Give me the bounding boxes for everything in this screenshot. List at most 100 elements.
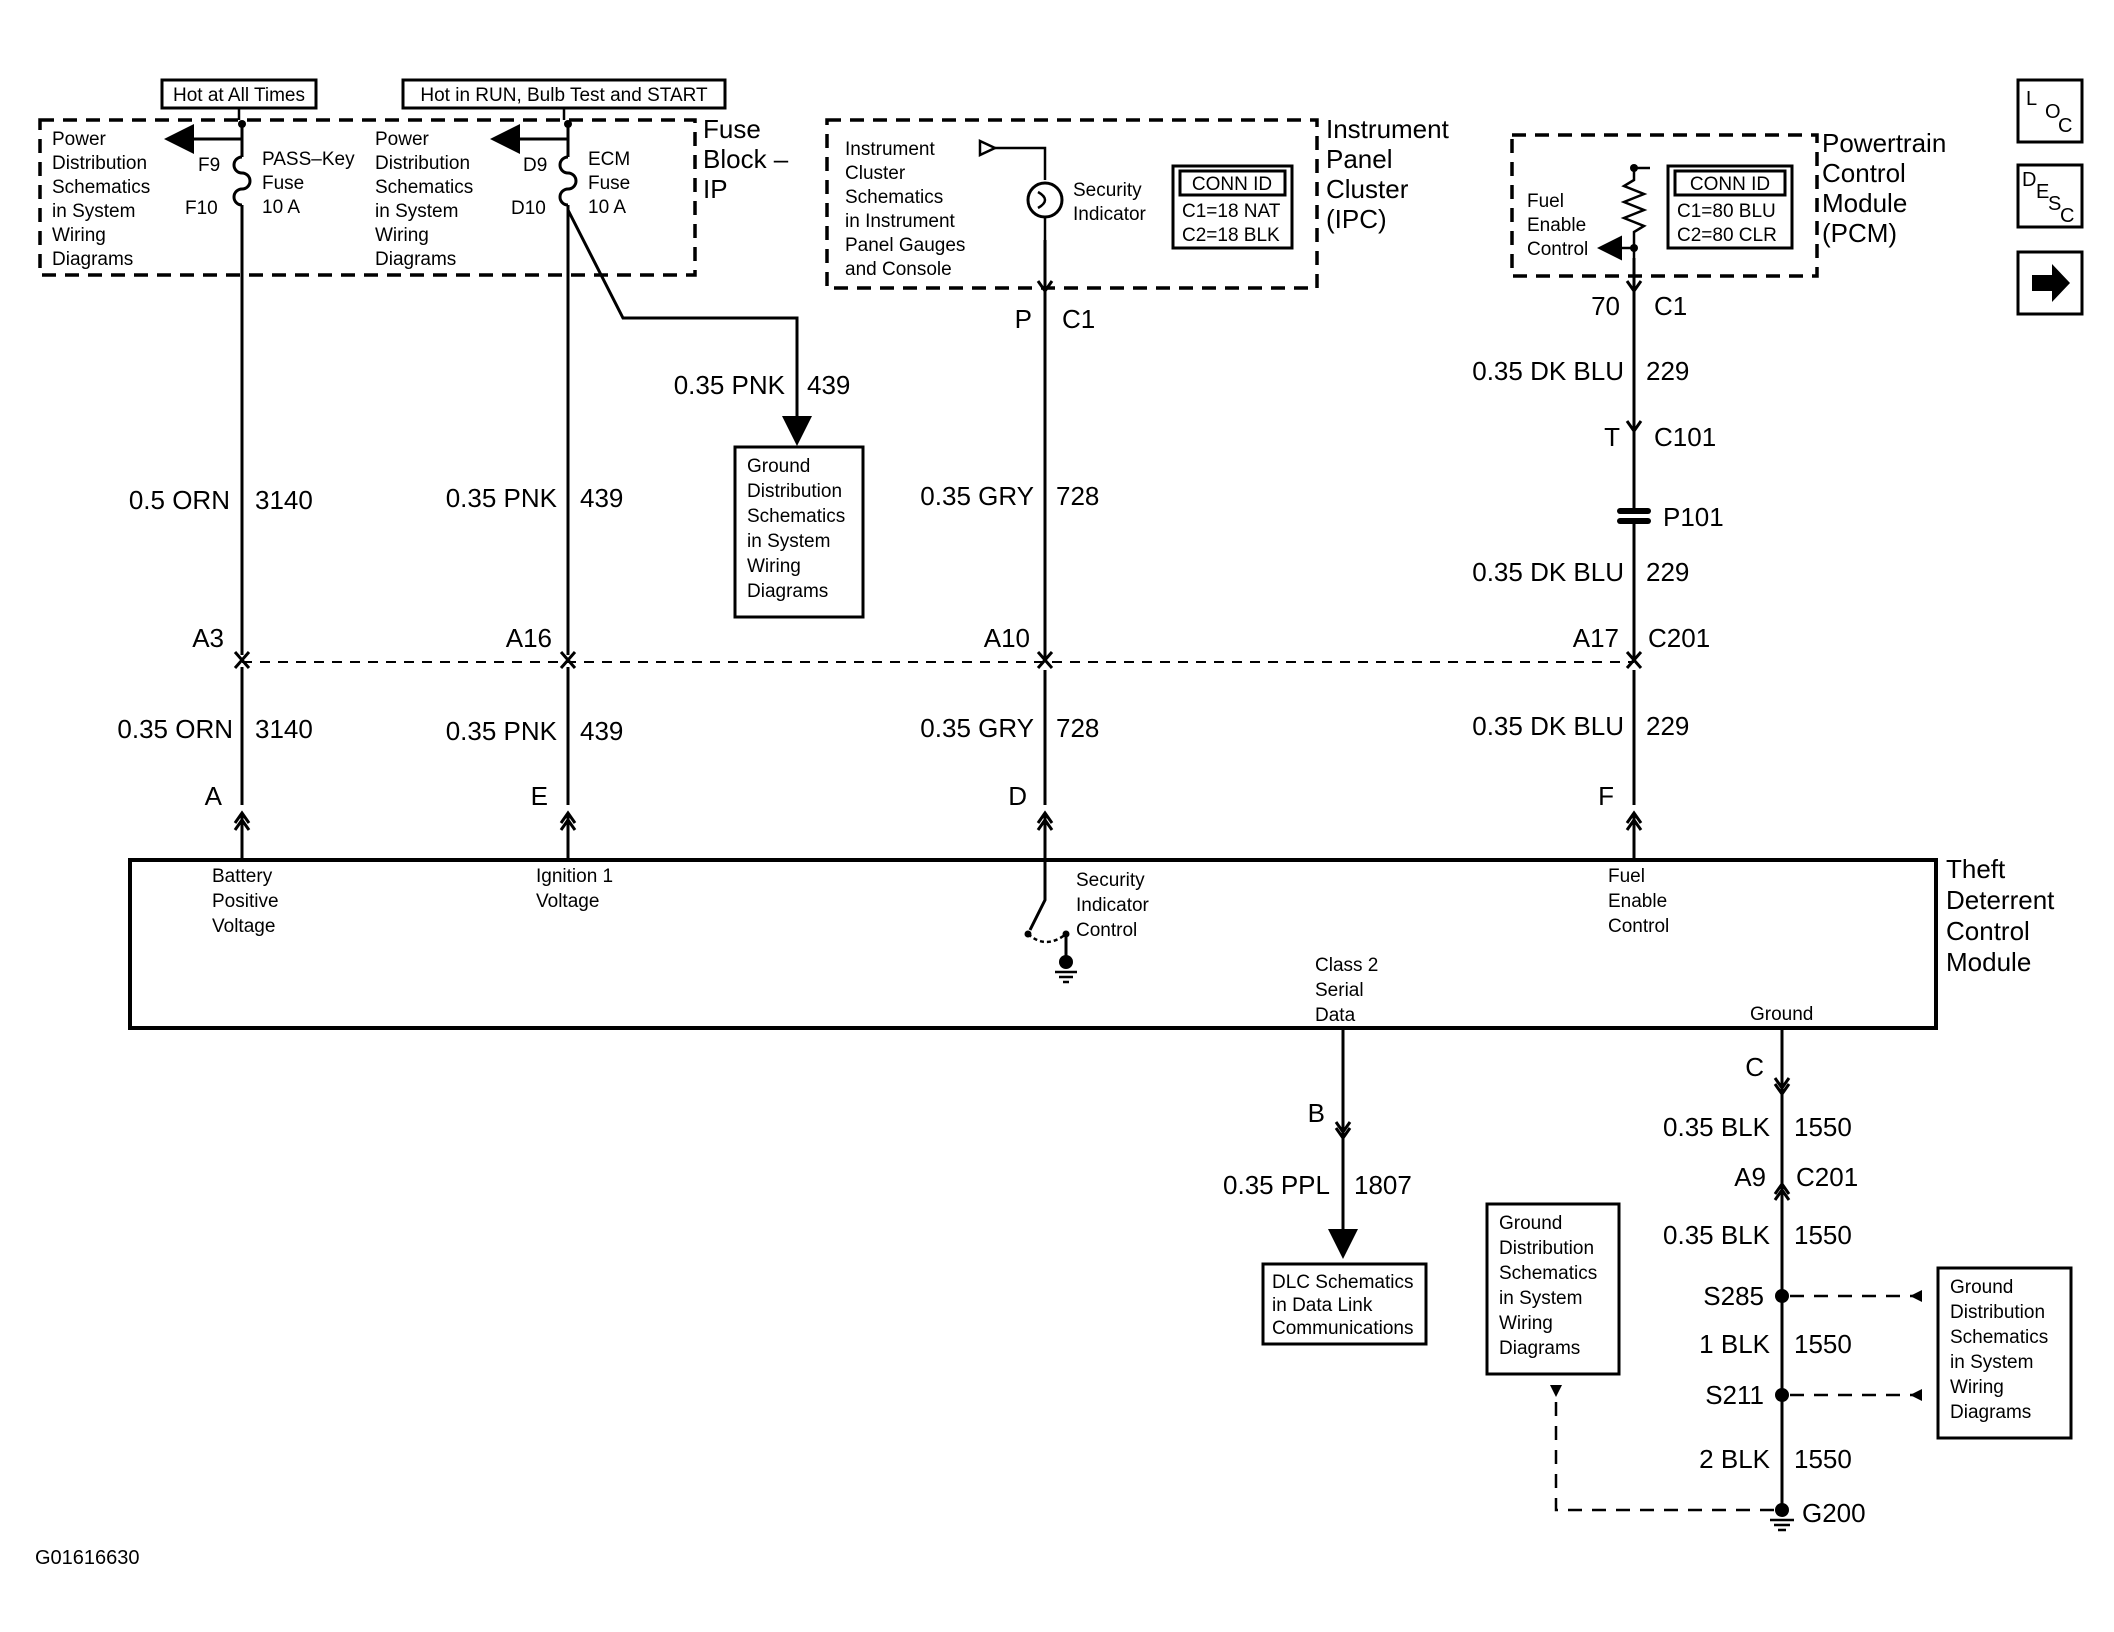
svg-text:L: L	[2026, 88, 2037, 110]
desc-icon[interactable]: D E S C	[2016, 163, 2084, 229]
svg-text:Ground Distribution: Ground Distribution Schematics in System…	[1950, 1277, 2053, 1423]
pcm-title: Powertrain Control Module (PCM)	[1822, 128, 1954, 248]
svg-text:Security Indicator: Security Indicator	[1073, 180, 1147, 225]
svg-text:229: 229	[1646, 557, 1689, 587]
svg-text:1550: 1550	[1794, 1444, 1852, 1474]
svg-text:439: 439	[580, 716, 623, 746]
security-indicator-switch	[1024, 860, 1077, 984]
svg-text:1550: 1550	[1794, 1112, 1852, 1142]
wire-security-indicator: P C1 0.35 GRY 728 0.35 GRY 728	[920, 240, 1099, 805]
svg-text:S285: S285	[1703, 1281, 1764, 1311]
svg-text:F10: F10	[185, 198, 218, 219]
svg-text:A: A	[205, 781, 223, 811]
ipc-title: Instrument Panel Cluster (IPC)	[1326, 114, 1456, 234]
svg-text:Security Indicator: Security Indicator Control	[1076, 870, 1154, 941]
powertrain-control-module: Powertrain Control Module (PCM) Fuel Ena…	[1510, 128, 1954, 278]
svg-text:D10: D10	[511, 198, 546, 219]
svg-text:A17: A17	[1573, 623, 1619, 653]
svg-text:C: C	[2060, 205, 2074, 227]
svg-text:F9: F9	[198, 155, 220, 176]
svg-text:Hot at All Times: Hot at All Times	[173, 85, 305, 106]
svg-text:T: T	[1604, 422, 1620, 452]
wire-fuel-enable: 70 C1 0.35 DK BLU 229 T C101 P101 0.35 D…	[1472, 258, 1724, 805]
svg-text:Ground: Ground	[1750, 1004, 1813, 1025]
dlc-schematics-ref: DLC Schematics in Data Link Communicatio…	[1261, 1262, 1428, 1346]
pcm-conn-id-table: CONN ID C1=80 BLU C2=80 CLR	[1666, 164, 1794, 250]
hot-in-run-tag: Hot in RUN, Bulb Test and START	[401, 78, 727, 110]
svg-text:G200: G200	[1802, 1498, 1866, 1528]
hot-at-all-times-tag: Hot at All Times	[160, 78, 318, 110]
instrument-panel-cluster: Instrument Panel Cluster (IPC) Instrumen…	[825, 114, 1456, 290]
svg-text:728: 728	[1056, 713, 1099, 743]
svg-text:C2=80 CLR: C2=80 CLR	[1677, 225, 1777, 246]
svg-text:70: 70	[1591, 291, 1620, 321]
svg-text:Ground Distribution: Ground Distribution Schematics in System…	[1499, 1213, 1602, 1359]
ground-distribution-ref-left: Ground Distribution Schematics in System…	[1485, 1202, 1621, 1376]
loc-icon[interactable]: L O C	[2016, 78, 2084, 144]
svg-text:Class 2 Serial Dat: Class 2 Serial Data	[1315, 955, 1384, 1026]
svg-text:439: 439	[580, 483, 623, 513]
svg-text:Ground Distribution: Ground Distribution Schematics in System…	[747, 456, 850, 602]
svg-text:C101: C101	[1654, 422, 1716, 452]
power-distribution-ref-left: Power Distribution Schematics in System …	[52, 129, 155, 270]
ecm-fuse: D9 D10 ECM Fuse 10 A	[490, 120, 636, 219]
svg-text:229: 229	[1646, 356, 1689, 386]
svg-text:A3: A3	[192, 623, 224, 653]
svg-text:C1: C1	[1654, 291, 1687, 321]
ipc-conn-id-table: CONN ID C1=18 NAT C2=18 BLK	[1171, 164, 1294, 250]
svg-text:0.35 GRY: 0.35 GRY	[920, 481, 1034, 511]
svg-text:E: E	[531, 781, 548, 811]
svg-text:F: F	[1598, 781, 1614, 811]
theft-deterrent-control-module: Theft Deterrent Control Module Battery P…	[128, 854, 2055, 1030]
svg-text:ECM Fuse 10 A: ECM Fuse 10 A	[588, 149, 636, 218]
svg-text:0.5 ORN: 0.5 ORN	[129, 485, 230, 515]
svg-text:PASS–Key Fuse: PASS–Key Fuse 10 A	[262, 149, 360, 218]
svg-text:S: S	[2048, 193, 2061, 215]
svg-text:0.35 DK BLU: 0.35 DK BLU	[1472, 711, 1624, 741]
wire-battery: 0.5 ORN 3140 0.35 ORN 3140	[117, 205, 313, 805]
svg-text:Hot in RUN, Bulb Test and STAR: Hot in RUN, Bulb Test and START	[420, 85, 708, 106]
wire-ground: C 0.35 BLK 1550 A9 C201 0.35 BLK 1550 S2…	[1550, 1028, 1922, 1532]
svg-text:S211: S211	[1705, 1380, 1764, 1410]
fuse-block: Fuse Block – IP Power Distribution Schem…	[38, 114, 796, 277]
next-arrow-icon[interactable]	[2016, 250, 2084, 316]
svg-text:0.35 GRY: 0.35 GRY	[920, 713, 1034, 743]
wire-ignition-branch: 0.35 PNK 439	[566, 209, 850, 446]
svg-text:0.35 PNK: 0.35 PNK	[674, 370, 786, 400]
svg-text:0.35 PPL: 0.35 PPL	[1223, 1170, 1330, 1200]
p101-grommet	[1617, 508, 1651, 524]
svg-text:C201: C201	[1796, 1162, 1858, 1192]
svg-text:D: D	[2022, 169, 2036, 191]
svg-text:Battery Positive V: Battery Positive Voltage	[212, 866, 284, 937]
svg-text:O: O	[2045, 101, 2061, 123]
svg-text:0.35 PNK: 0.35 PNK	[446, 716, 558, 746]
fuse-block-title: Fuse Block – IP	[703, 114, 796, 204]
svg-text:3140: 3140	[255, 485, 313, 515]
power-distribution-ref-right: Power Distribution Schematics in System …	[375, 129, 478, 270]
svg-text:E: E	[2036, 181, 2049, 203]
svg-text:0.35 BLK: 0.35 BLK	[1663, 1220, 1771, 1250]
svg-text:0.35 ORN: 0.35 ORN	[117, 714, 233, 744]
svg-text:C1=18 NAT: C1=18 NAT	[1182, 201, 1281, 222]
svg-text:1 BLK: 1 BLK	[1699, 1329, 1770, 1359]
svg-text:P: P	[1015, 304, 1032, 334]
svg-text:C: C	[1745, 1052, 1764, 1082]
c201-connector: A3 A16 A10 A17 C201	[192, 623, 1710, 669]
figure-id: G01616630	[35, 1547, 140, 1569]
svg-text:B: B	[1308, 1098, 1325, 1128]
svg-text:728: 728	[1056, 481, 1099, 511]
svg-text:Ignition 1 Voltage: Ignition 1 Voltage	[536, 866, 618, 912]
pcm-pull-up-resistor	[1597, 164, 1650, 261]
svg-text:D9: D9	[523, 155, 547, 176]
svg-text:229: 229	[1646, 711, 1689, 741]
ground-distribution-ref-right: Ground Distribution Schematics in System…	[1936, 1266, 2073, 1440]
svg-text:3140: 3140	[255, 714, 313, 744]
svg-text:C2=18 BLK: C2=18 BLK	[1182, 225, 1280, 246]
svg-text:2 BLK: 2 BLK	[1699, 1444, 1770, 1474]
svg-text:DLC Schematics in Data L: DLC Schematics in Data Link Communicatio…	[1272, 1272, 1419, 1339]
svg-text:P101: P101	[1663, 502, 1724, 532]
svg-text:D: D	[1008, 781, 1027, 811]
wire-ignition: 0.35 PNK 439 0.35 PNK 439	[446, 205, 623, 805]
wire-class2-serial-data: B 0.35 PPL 1807	[1223, 1028, 1412, 1259]
